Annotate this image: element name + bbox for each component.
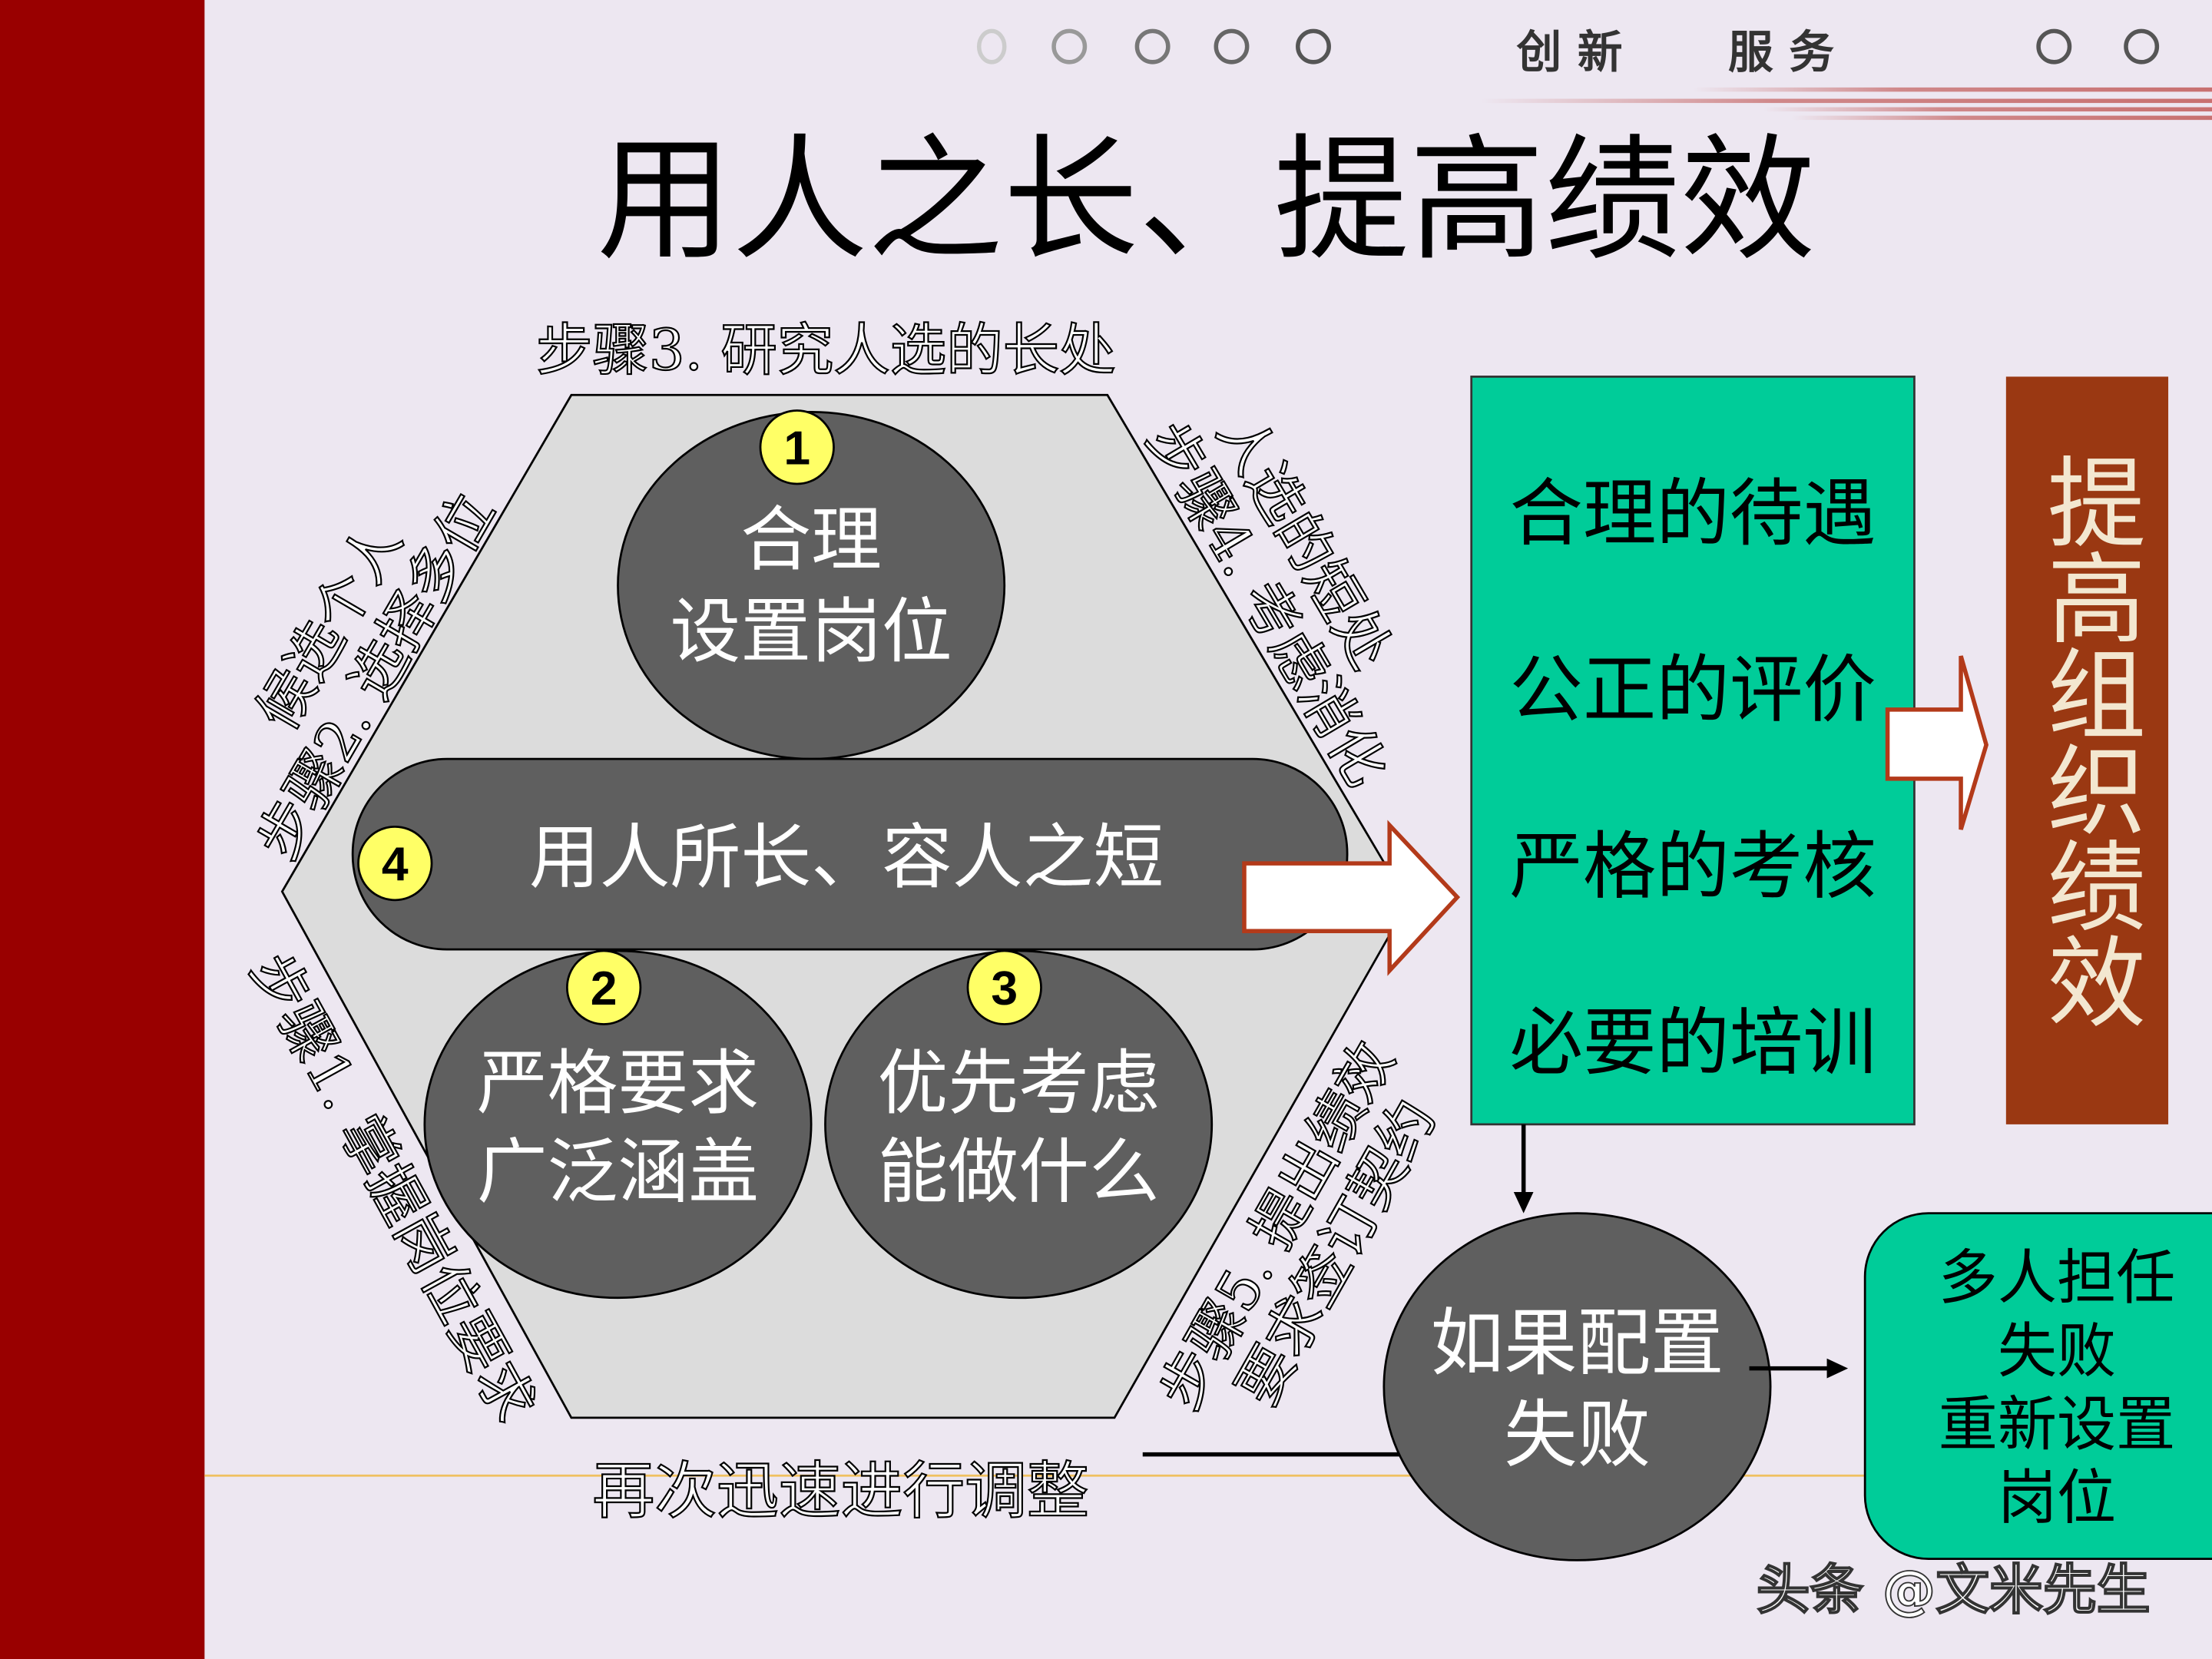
decor-circle bbox=[1134, 28, 1171, 65]
measures-box: 合理的待遇 公正的评价 严格的考核 必要的培训 bbox=[1470, 376, 1916, 1126]
measure-item: 合理的待遇 bbox=[1509, 471, 1876, 557]
remedy-line: 重新设置 bbox=[1939, 1390, 2176, 1459]
remedy-box: 多人担任 失败 重新设置 岗位 bbox=[1863, 1212, 2212, 1560]
node-1-line2: 设置岗位 bbox=[670, 591, 952, 673]
decor-circle bbox=[2124, 28, 2160, 65]
header-decor-circles bbox=[976, 28, 2160, 65]
arrow-down-icon bbox=[1513, 1192, 1534, 1214]
decor-circle bbox=[976, 28, 1007, 65]
step-label-segment: 步骤3. 研究人选的长处 bbox=[535, 317, 1117, 384]
left-sidebar-bar bbox=[0, 0, 205, 1659]
arrow-right-icon bbox=[1826, 1358, 1849, 1379]
watermark: 头条 @文米先生 bbox=[1757, 1559, 2151, 1621]
stripe bbox=[1763, 107, 2212, 112]
failure-line2: 失败 bbox=[1504, 1392, 1651, 1478]
page-title: 用人之长、提高绩效 bbox=[597, 121, 1816, 279]
badge-3-number: 3 bbox=[991, 962, 1018, 1015]
node-use-strengths: 用人所长、容人之短 bbox=[351, 757, 1349, 951]
badge-2-number: 2 bbox=[591, 962, 618, 1015]
failure-node: 如果配置 失败 bbox=[1382, 1212, 1772, 1561]
node-1-line1: 合理 bbox=[740, 499, 882, 581]
failure-line1: 如果配置 bbox=[1430, 1300, 1724, 1386]
arrow-right-icon bbox=[1242, 820, 1461, 976]
measure-item: 公正的评价 bbox=[1509, 647, 1876, 733]
node-2-line2: 广泛涵盖 bbox=[477, 1131, 759, 1214]
node-3-line1: 优先考虑 bbox=[877, 1042, 1159, 1124]
node-what-can-do: 优先考虑 能做什么 bbox=[824, 949, 1214, 1300]
step-3-label: 步骤3. 研究人选的长处 bbox=[536, 318, 1116, 383]
remedy-line: 多人担任 bbox=[1939, 1243, 2176, 1313]
stripe bbox=[1693, 87, 2212, 92]
node-4-text: 用人所长、容人之短 bbox=[529, 816, 1164, 899]
node-strict-requirements: 严格要求 广泛涵盖 bbox=[423, 949, 813, 1300]
header-stripes bbox=[1481, 87, 2212, 121]
badge-3: 3 bbox=[966, 949, 1042, 1025]
readjust-label: 再次迅速进行调整 bbox=[592, 1455, 1088, 1528]
remedy-line: 岗位 bbox=[1998, 1463, 2116, 1532]
result-box: 提高组织绩效 bbox=[2005, 376, 2169, 1124]
badge-4-number: 4 bbox=[382, 837, 409, 891]
badge-1-number: 1 bbox=[783, 421, 810, 475]
decor-circle bbox=[1051, 28, 1088, 65]
header-tagline-right: 服 务 bbox=[1728, 25, 1834, 78]
node-3-line2: 能做什么 bbox=[877, 1131, 1159, 1214]
result-text: 提高组织绩效 bbox=[2031, 452, 2145, 1027]
badge-1: 1 bbox=[759, 409, 835, 485]
measure-item: 严格的考核 bbox=[1509, 823, 1876, 909]
stripe bbox=[1791, 115, 2212, 121]
arrow-right-icon bbox=[1885, 655, 1988, 830]
node-set-positions: 合理 设置岗位 bbox=[617, 410, 1006, 760]
stripe bbox=[1481, 98, 2212, 104]
header-tagline-left: 创 新 bbox=[1516, 25, 1622, 78]
badge-4: 4 bbox=[357, 825, 433, 902]
decor-circle bbox=[1214, 28, 1250, 65]
node-2-line1: 严格要求 bbox=[477, 1042, 759, 1124]
badge-2: 2 bbox=[565, 949, 642, 1025]
remedy-line: 失败 bbox=[1998, 1316, 2116, 1386]
decor-circle bbox=[1296, 28, 1331, 65]
decor-circle bbox=[2036, 28, 2072, 65]
measure-item: 必要的培训 bbox=[1509, 999, 1876, 1085]
